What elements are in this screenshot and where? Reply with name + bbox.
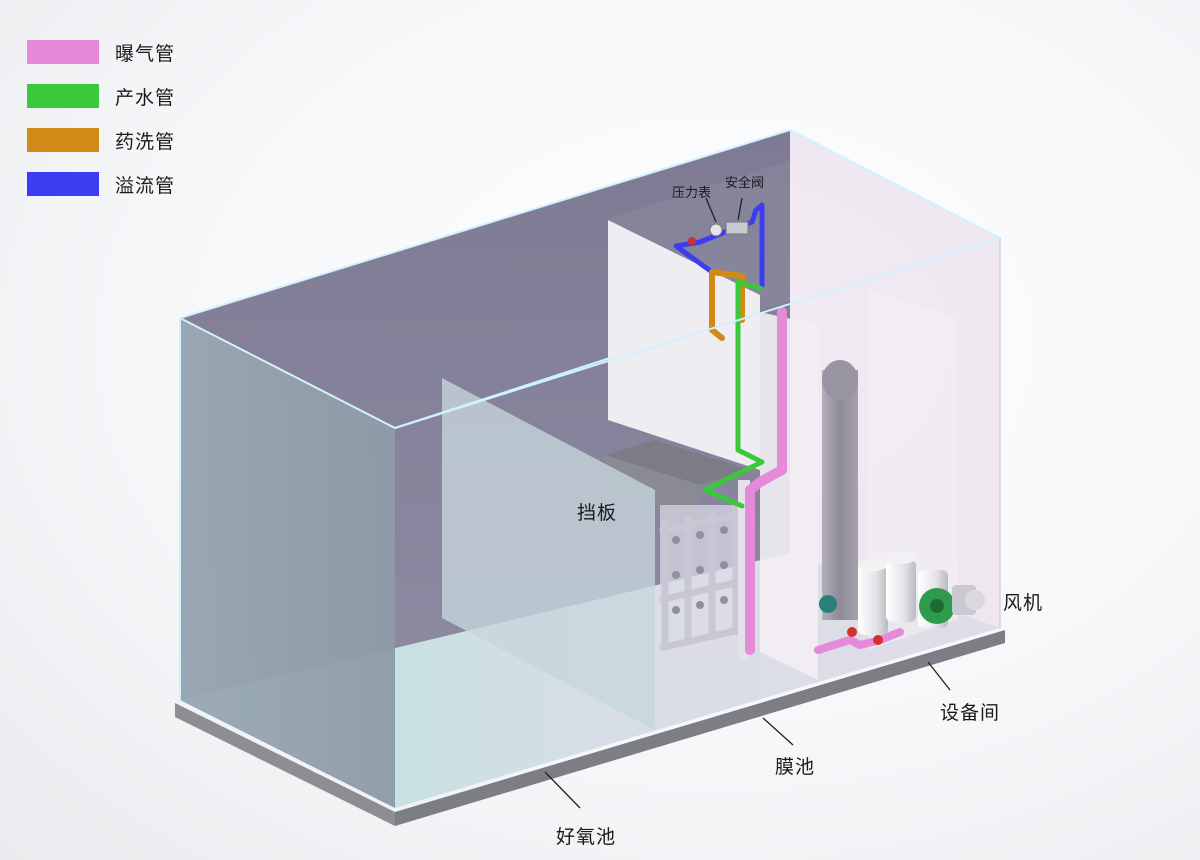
leader-membrane-tank <box>762 717 794 746</box>
safety-valve-icon <box>725 221 749 235</box>
legend-item: 产水管 <box>27 74 175 118</box>
legend-swatch <box>27 128 99 152</box>
label-aerobic-tank: 好氧池 <box>556 826 617 848</box>
base-slab-side <box>395 630 1005 826</box>
legend-item: 药洗管 <box>27 118 175 162</box>
label-baffle: 挡板 <box>577 502 618 524</box>
aeration-pipe <box>745 307 787 655</box>
storage-tank <box>822 370 858 620</box>
legend-item: 曝气管 <box>27 30 175 74</box>
legend-label: 药洗管 <box>115 130 176 153</box>
chemical-wash-pipe <box>709 269 745 341</box>
legend-label: 溢流管 <box>115 174 176 197</box>
legend: 曝气管产水管药洗管溢流管 <box>27 30 175 206</box>
top-edge-inner <box>394 357 611 429</box>
baffle <box>442 378 655 730</box>
leader-aerobic-tank <box>544 771 581 809</box>
legend-label: 产水管 <box>115 86 176 109</box>
left-wall <box>180 318 395 808</box>
label-equipment-room: 设备间 <box>940 702 1001 724</box>
product-water-pipe <box>702 279 765 509</box>
storage-tank-top <box>822 360 858 400</box>
leader-safety-valve <box>737 197 743 221</box>
leader-equipment-room <box>927 661 951 691</box>
label-blower: 风机 <box>1003 592 1044 614</box>
red-valve-icon <box>688 237 696 245</box>
leader-pressure-gauge <box>705 197 717 223</box>
membrane-partition-front <box>760 312 818 680</box>
blower-group <box>819 552 985 645</box>
aeration-pipe-equipment <box>814 628 904 654</box>
legend-swatch <box>27 84 99 108</box>
label-membrane-tank: 膜池 <box>775 756 816 778</box>
label-pressure-gauge: 压力表 <box>672 186 712 201</box>
legend-label: 曝气管 <box>115 42 176 65</box>
legend-swatch <box>27 40 99 64</box>
pressure-gauge-icon <box>709 223 723 237</box>
legend-swatch <box>27 172 99 196</box>
membrane-partition-back <box>608 220 760 470</box>
base-slab-front <box>175 703 395 826</box>
legend-item: 溢流管 <box>27 162 175 206</box>
label-safety-valve: 安全阀 <box>725 176 765 191</box>
